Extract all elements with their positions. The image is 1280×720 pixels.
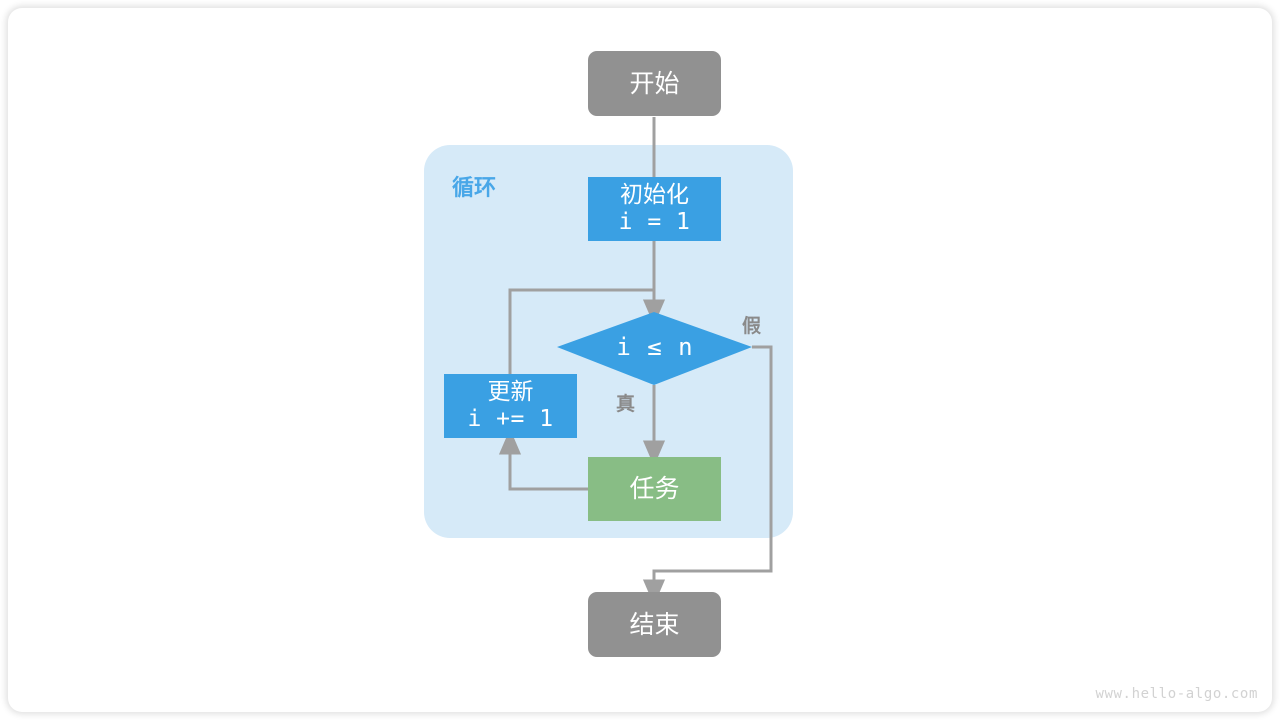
edge-label-false: 假 [742, 315, 762, 337]
loop-group-label: 循环 [452, 176, 497, 201]
node-update[interactable]: 更新 i += 1 [444, 374, 577, 438]
node-init-line1: 初始化 [620, 181, 689, 208]
node-update-line2: i += 1 [467, 406, 554, 432]
node-task-label: 任务 [629, 474, 680, 504]
node-init[interactable]: 初始化 i = 1 [588, 177, 721, 241]
node-start[interactable]: 开始 [588, 51, 721, 116]
edge-condition-false-to-end [642, 345, 773, 606]
edge-label-true: 真 [616, 393, 636, 415]
edge-task-to-update [498, 428, 588, 491]
edge-update-to-condition [508, 288, 654, 374]
node-init-line2: i = 1 [618, 209, 691, 235]
node-condition-label[interactable]: i ≤ n [616, 333, 694, 361]
node-update-line1: 更新 [487, 378, 534, 405]
node-task[interactable]: 任务 [588, 457, 721, 521]
node-start-label: 开始 [629, 68, 680, 98]
node-end-label: 结束 [629, 609, 680, 639]
watermark: www.hello-algo.com [1095, 686, 1258, 702]
node-condition-shape [557, 312, 752, 385]
node-end[interactable]: 结束 [588, 592, 721, 657]
